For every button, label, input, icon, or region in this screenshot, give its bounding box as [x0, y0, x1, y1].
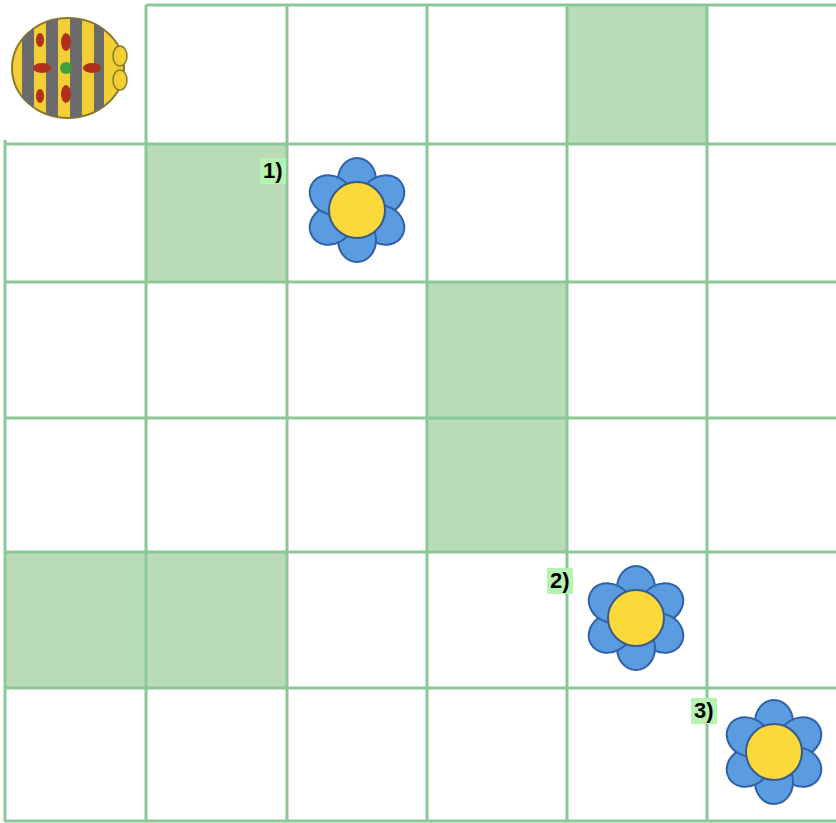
flower	[581, 566, 690, 670]
callout-number: 2)	[547, 568, 573, 594]
callout-number: 1)	[260, 158, 286, 184]
flower	[302, 158, 411, 262]
bee-bot	[12, 10, 127, 130]
grid-lines	[5, 5, 836, 822]
callout-number: 3)	[691, 698, 717, 724]
shaded-cells	[5, 5, 707, 688]
flower	[719, 700, 828, 804]
